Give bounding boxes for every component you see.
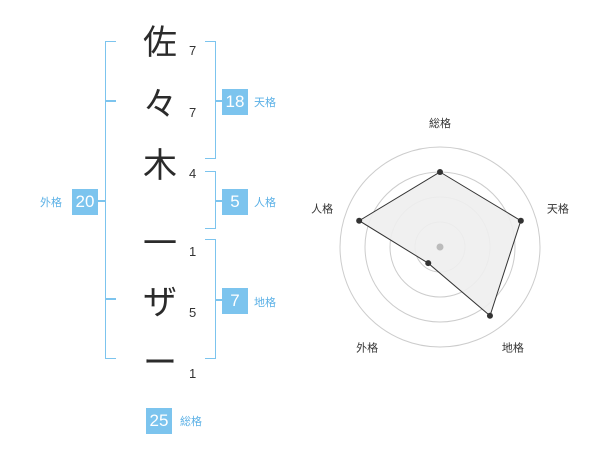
jinkaku-value-badge: 5 — [222, 189, 248, 215]
tenkaku-label: 天格 — [254, 96, 276, 109]
name-char-4: 一 — [143, 224, 177, 264]
jinkaku-connector — [216, 200, 222, 202]
radar-point-3 — [486, 312, 493, 319]
radar-grid-ring — [339, 146, 541, 348]
name-char-2: 々 — [143, 85, 177, 125]
jinkaku-bracket — [205, 171, 216, 229]
stroke-count-4: 1 — [189, 244, 197, 259]
stroke-count-3: 4 — [189, 166, 197, 181]
radar-axis-label-2: 天格 — [547, 202, 569, 216]
stroke-count-1: 7 — [189, 43, 197, 58]
radar-point-1 — [437, 169, 443, 175]
tenkaku-bracket — [205, 41, 216, 159]
radar-axis-label-3: 地格 — [502, 340, 524, 354]
name-char-3: 木 — [143, 146, 177, 186]
radar-axis-label-4: 外格 — [356, 340, 378, 354]
chikaku-connector — [216, 299, 222, 301]
tenkaku-value-badge: 18 — [222, 89, 248, 115]
stroke-count-5: 5 — [189, 305, 197, 320]
radar-point-4 — [425, 260, 432, 267]
stroke-count-2: 7 — [189, 105, 197, 120]
gaikaku-bracket — [105, 41, 116, 359]
tenkaku-connector — [216, 100, 222, 102]
gaikaku-tick-1 — [105, 100, 116, 102]
jinkaku-label: 人格 — [254, 196, 276, 209]
chikaku-value-badge: 7 — [222, 288, 248, 314]
radar-axis-label-5: 人格 — [311, 202, 333, 216]
radar-point-5 — [356, 217, 363, 224]
radar-center-dot — [436, 243, 444, 251]
soukaku-value-badge: 25 — [146, 408, 172, 434]
chikaku-label: 地格 — [254, 296, 276, 309]
gaikaku-label: 外格 — [40, 196, 62, 209]
radar-points — [356, 169, 524, 319]
soukaku-label: 総格 — [180, 415, 202, 428]
stroke-count-6: 1 — [189, 366, 197, 381]
chikaku-bracket — [205, 239, 216, 359]
gaikaku-value-badge: 20 — [72, 189, 98, 215]
gaikaku-connector — [98, 200, 105, 202]
name-char-5: ザ — [143, 283, 177, 323]
radar-point-2 — [517, 217, 524, 224]
gaikaku-tick-2 — [105, 298, 116, 300]
name-char-1: 佐 — [143, 23, 177, 63]
radar-axis-label-1: 総格 — [429, 116, 451, 130]
name-char-6: ー — [143, 343, 177, 383]
